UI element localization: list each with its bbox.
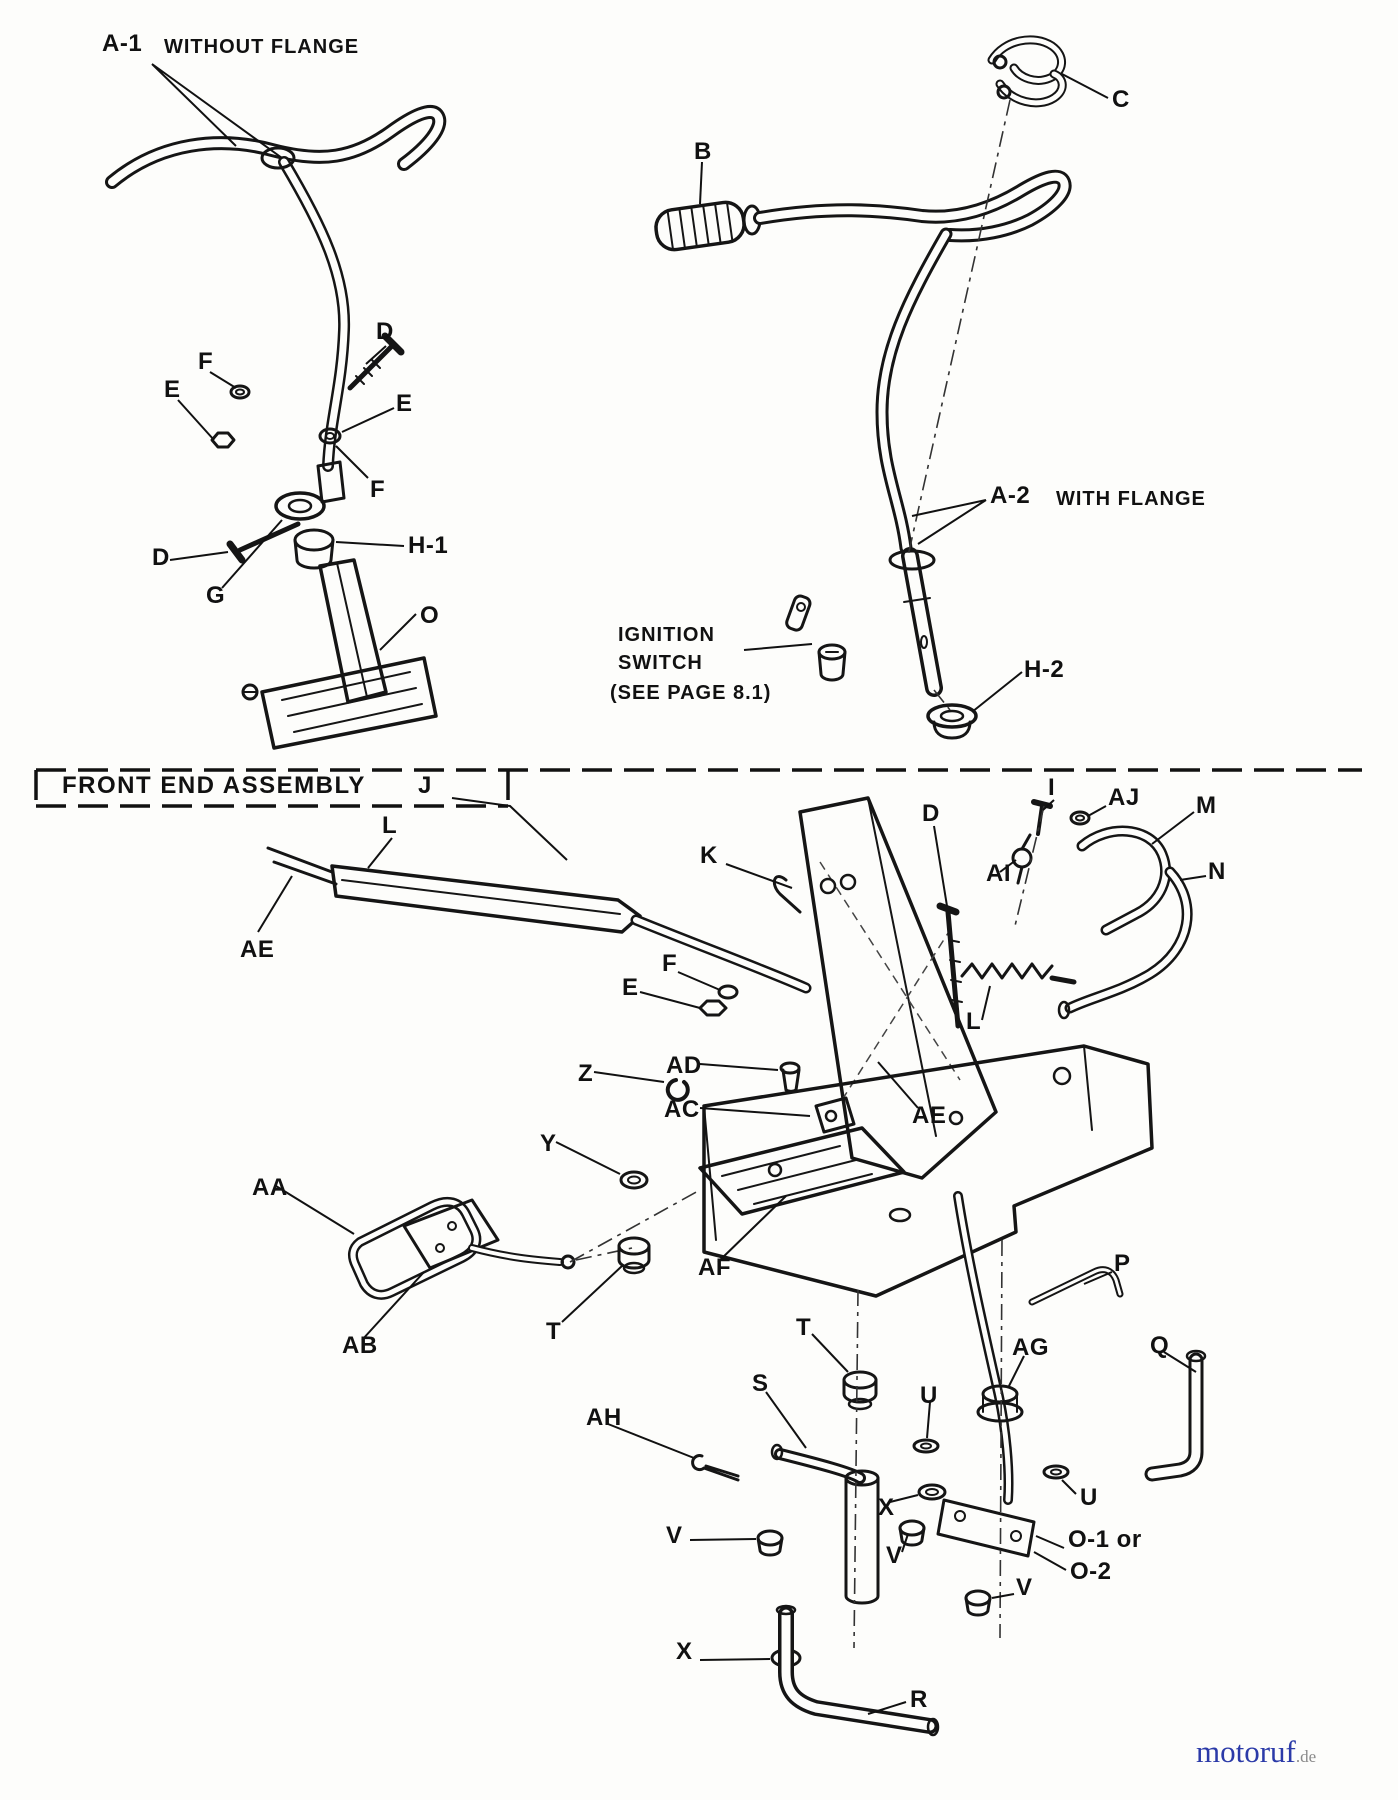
callout-l2: L — [966, 1008, 982, 1035]
callout-ai: AI — [986, 860, 1011, 887]
callout-ac: AC — [664, 1096, 700, 1123]
callout-e2: E — [396, 390, 413, 417]
callout-c: C — [1112, 86, 1130, 113]
callout-p: P — [1114, 1250, 1131, 1277]
callout-v3: V — [1016, 1574, 1033, 1601]
callout-ae1: AE — [240, 936, 275, 963]
callout-u1: U — [920, 1382, 938, 1409]
callout-o: O — [420, 602, 440, 629]
section-divider — [34, 768, 1362, 808]
callout-e1: E — [164, 376, 181, 403]
assembly-a1-handlebar — [105, 105, 447, 750]
assembly-a2-handlebar — [654, 35, 1072, 740]
callout-ad: AD — [666, 1052, 702, 1079]
callout-f1: F — [198, 348, 214, 375]
ignition-switch-part — [785, 594, 812, 632]
front-end-assembly-art — [266, 796, 1207, 1737]
callout-i: I — [1048, 774, 1056, 801]
callout-z: Z — [578, 1060, 594, 1087]
callout-s: S — [752, 1370, 769, 1397]
leader-lines — [151, 63, 1207, 1715]
callout-q: Q — [1150, 1332, 1170, 1359]
ignition-note-line1: IGNITION — [618, 624, 715, 646]
callout-a2-note: WITH FLANGE — [1056, 488, 1206, 510]
callout-f2: F — [370, 476, 386, 503]
callout-n: N — [1208, 858, 1226, 885]
callout-ag: AG — [1012, 1334, 1049, 1361]
callout-ab: AB — [342, 1332, 378, 1359]
watermark-suffix: .de — [1295, 1747, 1317, 1766]
callout-r: R — [910, 1686, 928, 1713]
section-title: FRONT END ASSEMBLY — [62, 772, 366, 799]
ignition-note-line3: (SEE PAGE 8.1) — [610, 682, 772, 704]
callout-ah: AH — [586, 1404, 622, 1431]
callout-b: B — [694, 138, 712, 165]
callout-f3: F — [662, 950, 678, 977]
callout-l1: L — [382, 812, 398, 839]
callout-t2: T — [796, 1314, 812, 1341]
callout-t1: T — [546, 1318, 562, 1345]
callout-g: G — [206, 582, 226, 609]
callout-x2: X — [676, 1638, 693, 1665]
callout-a2: A-2 — [990, 482, 1031, 509]
callout-d3: D — [922, 800, 940, 827]
callout-o1: O-1 or — [1068, 1526, 1142, 1553]
callout-m: M — [1196, 792, 1217, 819]
callout-x1: X — [878, 1494, 895, 1521]
callout-v1: V — [666, 1522, 683, 1549]
watermark-brand: motoruf — [1196, 1734, 1296, 1769]
callout-v2: V — [886, 1542, 903, 1569]
callout-ae2: AE — [912, 1102, 947, 1129]
callout-e3: E — [622, 974, 639, 1001]
callout-af: AF — [698, 1254, 731, 1281]
callout-j: J — [418, 772, 432, 799]
callout-d2: D — [152, 544, 170, 571]
ignition-note-line2: SWITCH — [618, 652, 703, 674]
callout-aa: AA — [252, 1174, 288, 1201]
callout-u2: U — [1080, 1484, 1098, 1511]
callout-aj: AJ — [1108, 784, 1140, 811]
callout-y: Y — [540, 1130, 557, 1157]
callout-h2: H-2 — [1024, 656, 1065, 683]
callout-h1: H-1 — [408, 532, 449, 559]
grip-part-b — [654, 200, 746, 252]
callout-a1: A-1 — [102, 30, 143, 57]
site-watermark: motoruf.de — [1196, 1734, 1316, 1770]
callout-a1-note: WITHOUT FLANGE — [164, 36, 360, 58]
callout-o2: O-2 — [1070, 1558, 1112, 1585]
callout-d1: D — [376, 318, 394, 345]
callout-k: K — [700, 842, 718, 869]
